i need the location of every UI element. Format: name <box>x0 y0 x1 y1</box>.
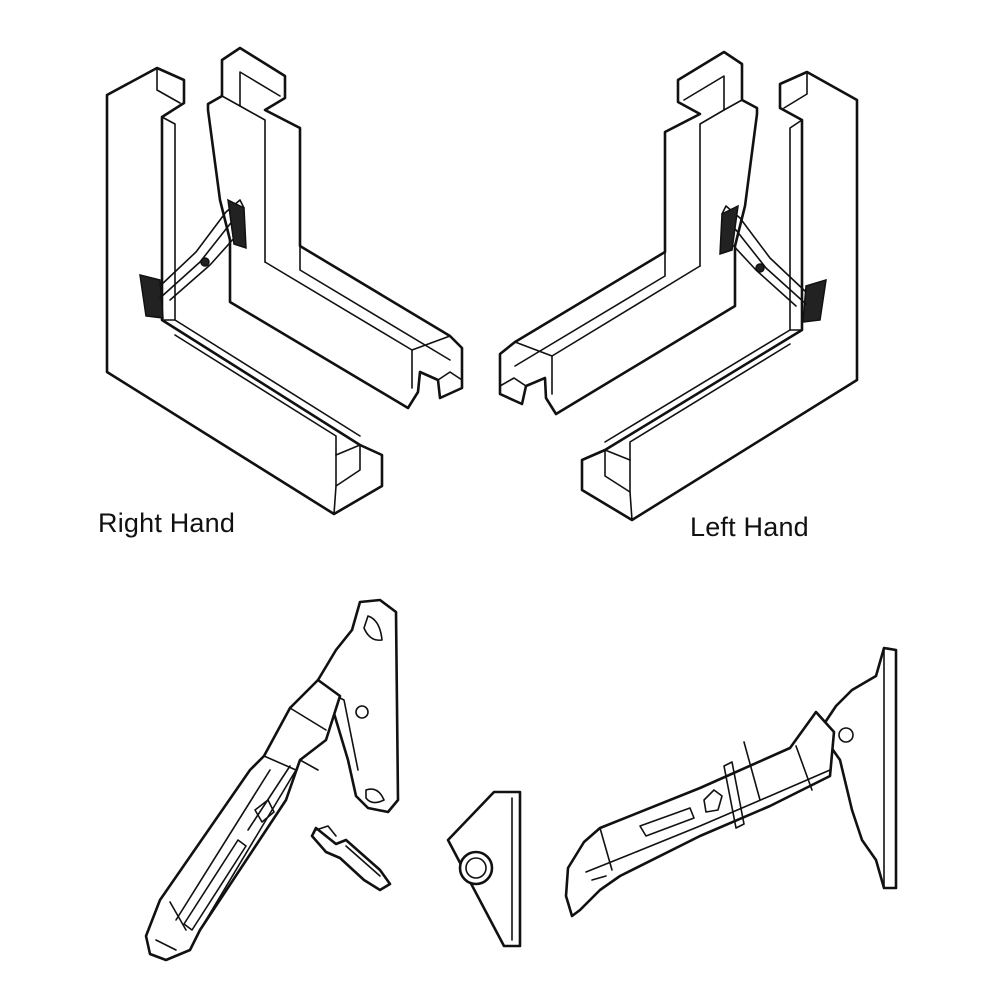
left-hand-frame-corner <box>498 50 859 522</box>
pivot-pin <box>310 825 392 892</box>
round-hole-bracket <box>446 790 522 948</box>
right-hand-frame-corner <box>105 46 464 516</box>
right-hand-label: Right Hand <box>98 508 236 538</box>
short-arm-hinge <box>564 646 898 918</box>
left-hand-label: Left Hand <box>690 512 809 542</box>
long-arm-hinge <box>144 598 400 962</box>
